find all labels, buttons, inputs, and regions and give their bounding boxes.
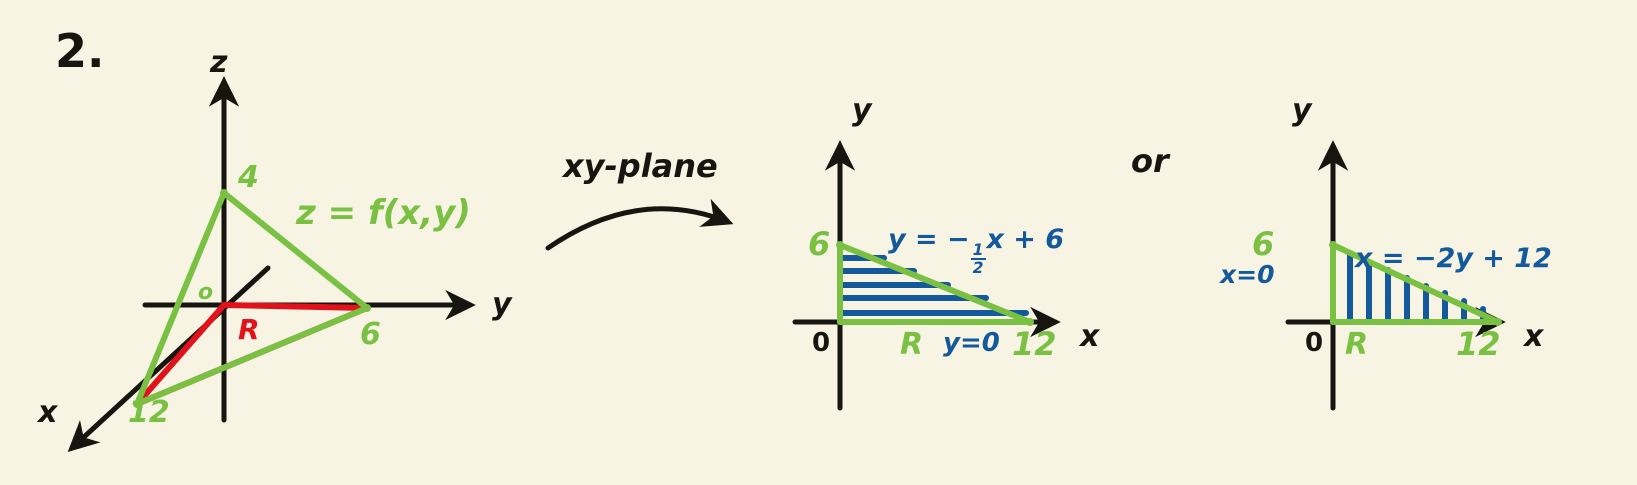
mid-origin-label: 0 bbox=[812, 328, 831, 358]
green-edge-z-to-y bbox=[221, 190, 370, 311]
green-edge-z-to-x bbox=[134, 190, 227, 407]
chart-3d-axes bbox=[67, 76, 476, 452]
green-vertex-z bbox=[220, 189, 228, 197]
red-edge-origin-to-y bbox=[221, 302, 370, 311]
x-intercept-label-12: 12 bbox=[128, 395, 170, 430]
surface-equation-label: z = f(x,y) bbox=[296, 193, 471, 233]
chart-right-green-triangle bbox=[1329, 241, 1502, 326]
right-equation-hypotenuse: x = −2y + 12 bbox=[1355, 243, 1552, 274]
transition-arrow bbox=[545, 198, 734, 251]
y-intercept-label-6: 6 bbox=[360, 317, 381, 352]
mid-eq-denominator: 2 bbox=[972, 257, 984, 277]
right-axis-label-x: x bbox=[1524, 319, 1544, 354]
right-region-label: R bbox=[1345, 327, 1369, 362]
mid-region-label: R bbox=[900, 327, 924, 362]
axis-label-y: y bbox=[492, 287, 512, 322]
right-y-intercept-label: 6 bbox=[1252, 225, 1275, 263]
mid-axis-label-x: x bbox=[1080, 319, 1100, 354]
right-x-intercept-label: 12 bbox=[1456, 325, 1501, 363]
mid-vertex-y-intercept bbox=[836, 241, 844, 249]
mid-eq-suffix: x + 6 bbox=[986, 224, 1065, 255]
red-edge-origin-to-x bbox=[134, 302, 227, 407]
transition-arrow-label: xy-plane bbox=[563, 147, 718, 185]
alternative-label-or: or bbox=[1131, 142, 1169, 180]
region-label-3d: R bbox=[238, 313, 260, 346]
mid-equation-y-equals-zero: y=0 bbox=[943, 328, 1000, 358]
z-intercept-label-4: 4 bbox=[238, 160, 259, 195]
right-vertex-x-intercept bbox=[1494, 318, 1502, 326]
mid-edge-hypotenuse bbox=[837, 242, 1033, 325]
chart-mid-green-triangle bbox=[836, 241, 1034, 326]
right-origin-label: 0 bbox=[1305, 328, 1324, 358]
mid-x-intercept-label: 12 bbox=[1012, 325, 1057, 363]
chart-3d-green-surface-triangle bbox=[133, 189, 371, 408]
chart-right-axes bbox=[1285, 140, 1506, 411]
axis-label-z: z bbox=[210, 45, 228, 80]
mid-eq-numerator: 1 bbox=[970, 239, 986, 260]
mid-eq-prefix: y = − bbox=[888, 224, 970, 255]
green-edge-x-to-y bbox=[134, 305, 370, 407]
curved-arrow-path bbox=[545, 198, 734, 251]
mid-axis-label-y: y bbox=[852, 93, 872, 128]
axis-x-line bbox=[67, 265, 271, 452]
problem-number: 2. bbox=[55, 24, 105, 78]
right-axis-label-y: y bbox=[1292, 93, 1312, 128]
green-vertex-x bbox=[133, 400, 141, 408]
mid-y-intercept-label: 6 bbox=[808, 225, 831, 263]
origin-label-3d: o bbox=[198, 280, 214, 305]
green-vertex-y bbox=[363, 304, 371, 312]
axis-label-x: x bbox=[38, 395, 58, 430]
right-equation-x-equals-zero: x=0 bbox=[1220, 260, 1275, 289]
right-edge-hypotenuse bbox=[1330, 242, 1501, 325]
right-vertex-y-intercept bbox=[1329, 241, 1337, 249]
mid-vertex-x-intercept bbox=[1026, 318, 1034, 326]
